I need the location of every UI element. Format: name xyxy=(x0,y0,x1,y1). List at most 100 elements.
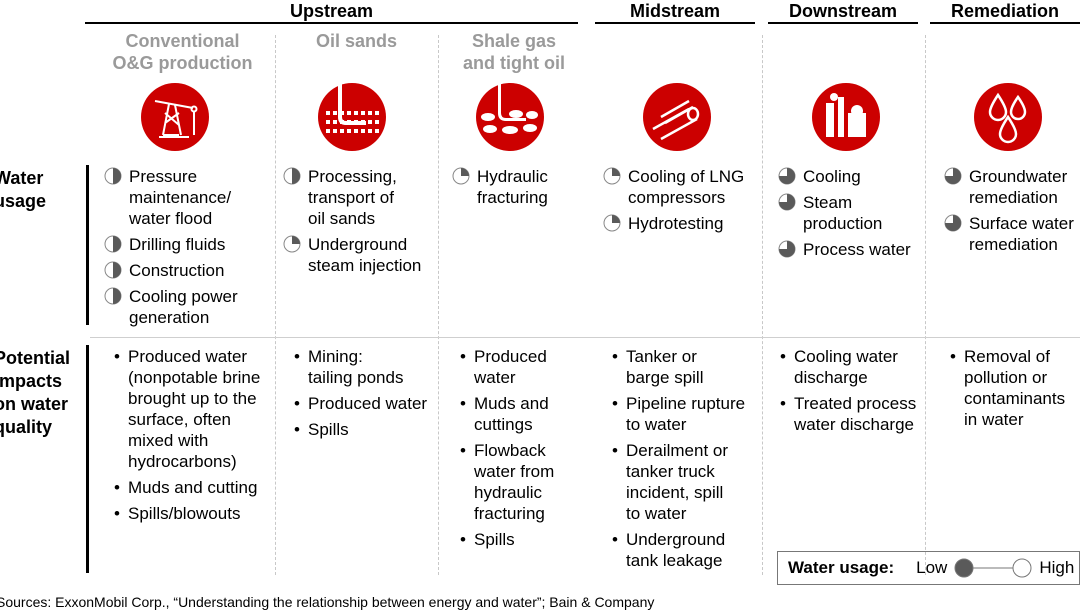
impact-text: Mining: tailing ponds xyxy=(308,346,403,388)
group-header-downstream: Downstream xyxy=(768,0,918,24)
usage-level-pie-icon xyxy=(603,214,621,232)
bullet-icon: • xyxy=(460,441,466,460)
bullet-icon: • xyxy=(294,394,300,413)
text-line: tanker truck xyxy=(626,462,715,481)
water-usage-text: Cooling of LNG compressors xyxy=(628,166,744,208)
pie-fill xyxy=(461,168,469,176)
usage-level-pie-icon xyxy=(778,193,796,211)
group-header-midstream: Midstream xyxy=(595,0,755,24)
impact-item: •Mining:tailing ponds xyxy=(294,346,427,388)
usage-level-pie-icon xyxy=(104,235,122,253)
water-usage-text: Process water xyxy=(803,239,911,260)
text-line: Processing, xyxy=(308,167,397,186)
column-title-line: Conventional xyxy=(125,31,240,51)
text-line: incident, spill xyxy=(626,483,724,502)
water-usage-item: Construction xyxy=(104,260,238,281)
water-usage-item: Cooling xyxy=(778,166,911,187)
group-underline xyxy=(768,22,918,24)
text-line: Muds and cutting xyxy=(128,478,258,497)
bullet-icon: • xyxy=(294,420,300,439)
text-line: Flowback xyxy=(474,441,546,460)
text-line: maintenance/ xyxy=(129,188,232,207)
impact-item: • Spills/blowouts xyxy=(114,503,260,524)
bullet-icon: • xyxy=(114,504,120,523)
pie-fill xyxy=(945,215,961,231)
impact-text: Spills/blowouts xyxy=(128,503,240,524)
usage-level-pie-icon xyxy=(944,214,962,232)
text-line: Cooling water xyxy=(794,347,898,366)
text-line: Mining: xyxy=(308,347,363,366)
pie-fill xyxy=(113,168,121,184)
text-line: Spills/blowouts xyxy=(128,504,241,523)
text-line: mixed with xyxy=(128,431,209,450)
text-line: Cooling of LNG xyxy=(628,167,745,186)
text-line: Produced water xyxy=(128,347,248,366)
usage-level-pie-icon xyxy=(452,167,470,185)
text-line: contaminants xyxy=(964,389,1066,408)
group-underline xyxy=(85,22,578,24)
text-line: Underground xyxy=(308,235,408,254)
row-label-line: usage xyxy=(0,191,47,211)
text-line: Hydrotesting xyxy=(628,214,724,233)
impact-list: •Mining:tailing ponds•Produced water•Spi… xyxy=(294,346,427,445)
text-line: barge spill xyxy=(626,368,704,387)
bullet-icon: • xyxy=(780,347,786,366)
pipeline-icon xyxy=(643,83,711,151)
text-line: surface, often xyxy=(128,410,232,429)
group-header-remediation: Remediation xyxy=(930,0,1080,24)
pie-fill xyxy=(945,168,961,184)
usage-level-pie-icon xyxy=(104,261,122,279)
text-line: Produced water xyxy=(308,394,428,413)
text-line: Hydraulic xyxy=(477,167,548,186)
text-line: remediation xyxy=(969,188,1058,207)
usage-level-pie-icon xyxy=(283,167,301,185)
text-line: Cooling power xyxy=(129,287,238,306)
usage-level-pie-icon xyxy=(778,167,796,185)
text-line: water flood xyxy=(129,209,213,228)
pie-fill xyxy=(612,215,620,223)
text-line: Construction xyxy=(129,261,225,280)
pie-fill xyxy=(113,236,121,252)
row-label-line: Potential xyxy=(0,348,71,368)
column-title: Oil sands xyxy=(275,30,438,52)
column-title-line: Shale gas xyxy=(471,31,557,51)
text-line: remediation xyxy=(969,235,1058,254)
text-line: tailing ponds xyxy=(308,368,404,387)
text-line: compressors xyxy=(628,188,726,207)
text-line: tank leakage xyxy=(626,551,723,570)
text-line: water xyxy=(474,368,516,387)
legend-low: Low xyxy=(916,558,948,577)
bullet-icon: • xyxy=(950,347,956,366)
impact-item: • Produced water xyxy=(294,393,427,414)
water-usage-text: Groundwater remediation xyxy=(969,166,1067,208)
text-line: Groundwater xyxy=(969,167,1068,186)
text-line: in water xyxy=(964,410,1024,429)
text-line: Removal of xyxy=(964,347,1050,366)
impact-item: •Muds and cutting xyxy=(114,477,260,498)
impact-text: Spills xyxy=(308,419,349,440)
text-line: hydraulic xyxy=(474,483,543,502)
